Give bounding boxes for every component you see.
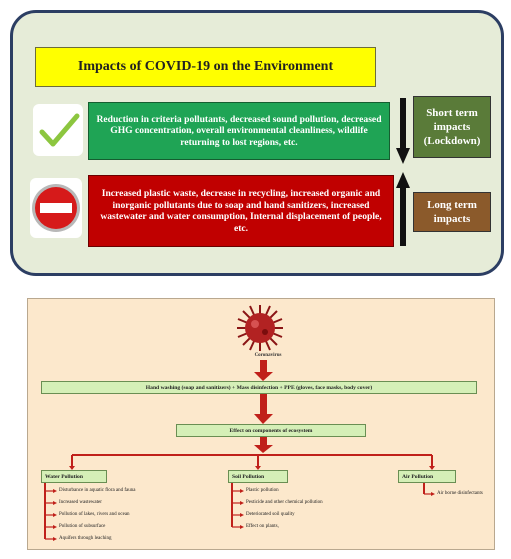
water-item: Pollution of lakes, rivers and ocean	[59, 512, 130, 517]
short-term-label: Short term impacts (Lockdown)	[413, 96, 491, 158]
soil-pollution-box: Soil Pollution	[228, 470, 288, 483]
water-item: Aquifers through leaching	[59, 536, 112, 541]
hygiene-measures-box: Hand washing (soap and sanitizers) + Mas…	[41, 381, 477, 394]
soil-item: Pesticide and other chemical pollution	[246, 500, 323, 505]
no-entry-icon	[30, 178, 82, 238]
soil-item: Effect on plants,	[246, 524, 279, 529]
coronavirus-label: Coronavirus	[254, 353, 282, 358]
air-pollution-box: Air Pollution	[398, 470, 456, 483]
water-pollution-box: Water Pollution	[41, 470, 107, 483]
up-arrow-icon	[396, 172, 410, 251]
long-term-label: Long term impacts	[413, 192, 491, 232]
water-item: Increased wastewater	[59, 500, 102, 505]
down-arrow-icon	[396, 98, 410, 169]
short-term-impacts-text: Reduction in criteria pollutants, decrea…	[88, 102, 390, 160]
air-item: Air borne disinfectants	[437, 491, 483, 496]
impacts-title: Impacts of COVID-19 on the Environment	[35, 47, 376, 87]
soil-item: Deteriorated soil quality	[246, 512, 295, 517]
long-term-impacts-text: Increased plastic waste, decrease in rec…	[88, 175, 394, 247]
water-item: Pollution of subsurface	[59, 524, 106, 529]
coronavirus-icon	[232, 303, 288, 358]
checkmark-icon	[33, 104, 83, 156]
soil-item: Plastic pollution	[246, 488, 279, 493]
ecosystem-effect-box: Effect on components of ecosystem	[176, 424, 366, 437]
water-item: Disturbance in aquatic flora and fauna	[59, 488, 136, 493]
